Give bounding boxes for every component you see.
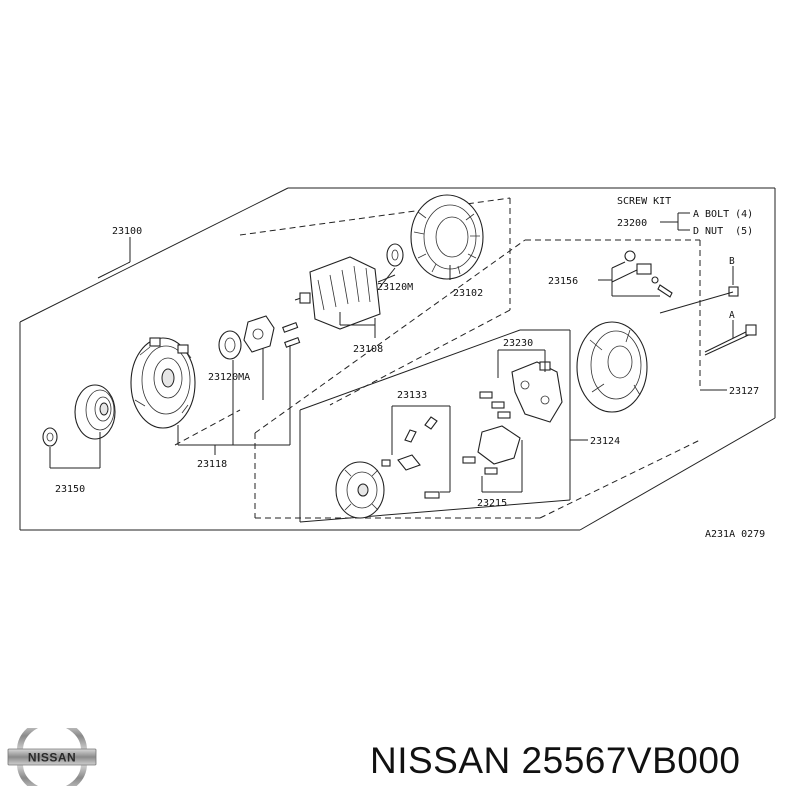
stator [410,194,484,280]
svg-text:NISSAN: NISSAN [28,751,76,765]
label-23124: 23124 [590,436,620,447]
regulator [479,349,563,423]
nissan-logo-icon: NISSAN [7,728,97,786]
regulator-box [299,329,571,523]
front-bearing [218,330,242,360]
rectifier [335,461,385,519]
rotor-rear-bearing [386,243,404,267]
screw-kit-nut: D NUT (5) [693,226,753,237]
outer-frame [19,187,776,531]
label-23215: 23215 [477,498,507,509]
rear-dashed-frame [254,239,701,519]
terminal-parts [598,250,673,298]
rear-housing [576,321,648,413]
part-caption: NISSAN 25567VB000 [370,740,741,781]
label-23118: 23118 [197,459,227,470]
label-23150: 23150 [55,484,85,495]
marker-a: A [729,310,735,321]
label-23156: 23156 [548,276,578,287]
label-23120ma: 23120MA [208,372,250,383]
diode-parts [381,405,451,499]
rotor [294,256,396,330]
through-bolt [659,266,757,356]
label-23108: 23108 [353,344,383,355]
retainer-plate [243,315,275,353]
screw-kit-part-number: 23200 [617,218,647,229]
brush-holder [462,425,523,493]
label-23133: 23133 [397,390,427,401]
pulley [74,384,116,440]
label-23127: 23127 [729,386,759,397]
marker-b: B [729,256,735,267]
screw-kit-title: SCREW KIT [617,196,671,207]
reference-code: A231A 0279 [705,529,765,540]
pulley-nut [42,427,58,447]
rotor-dashed-frame [174,197,511,446]
label-23230: 23230 [503,338,533,349]
label-23100: 23100 [112,226,142,237]
front-screws [282,322,301,348]
label-23102: 23102 [453,288,483,299]
leader-lines [49,212,727,469]
label-23120m: 23120M [377,282,413,293]
screw-kit-bolt: A BOLT (4) [693,209,753,220]
front-housing [130,337,196,429]
